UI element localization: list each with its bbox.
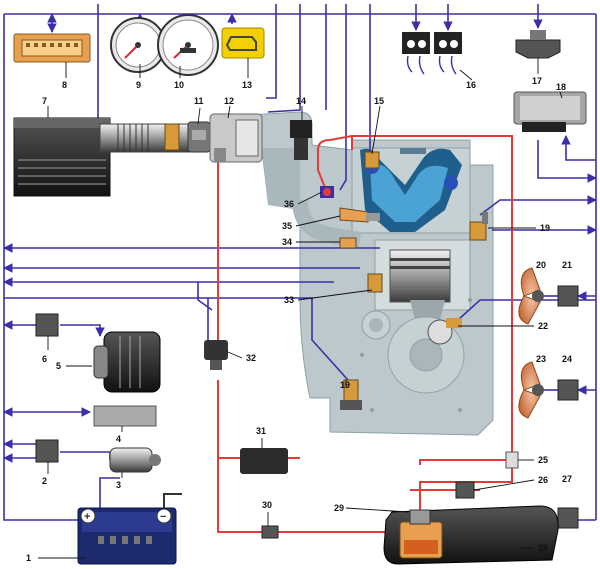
air-filter-icon bbox=[13, 117, 111, 197]
label-13: 13 bbox=[242, 80, 252, 90]
label-25: 25 bbox=[538, 455, 548, 465]
fuel-pump-icon bbox=[409, 509, 431, 525]
label-23: 23 bbox=[536, 354, 546, 364]
label-19b: 19 bbox=[340, 380, 350, 390]
fan-relay-icon-24 bbox=[557, 379, 579, 401]
callout-labels: 1 2 3 4 5 6 7 8 9 10 11 12 13 14 15 16 1… bbox=[26, 76, 572, 563]
starter-icon bbox=[109, 447, 161, 473]
label-6: 6 bbox=[42, 354, 47, 364]
purge-valve-icon bbox=[204, 340, 228, 370]
speed-sensor-icon bbox=[515, 30, 561, 59]
label-34: 34 bbox=[282, 237, 292, 247]
relay-icon-2 bbox=[35, 439, 59, 463]
fan-relay-icon-21 bbox=[557, 285, 579, 307]
fuel-filter-icon bbox=[261, 525, 279, 539]
label-18: 18 bbox=[556, 82, 566, 92]
label-20: 20 bbox=[536, 260, 546, 270]
idle-air-control-icon bbox=[290, 120, 312, 160]
fuel-pump-relay-icon bbox=[557, 507, 579, 529]
check-engine-lamp-icon bbox=[221, 27, 265, 59]
label-10: 10 bbox=[174, 80, 184, 90]
label-33: 33 bbox=[284, 295, 294, 305]
label-22: 22 bbox=[538, 321, 548, 331]
temperature-sensor-icon bbox=[469, 212, 488, 241]
label-24: 24 bbox=[562, 354, 572, 364]
label-4: 4 bbox=[116, 434, 121, 444]
leader-lines bbox=[38, 58, 563, 559]
label-15: 15 bbox=[374, 96, 384, 106]
oxygen-sensor-icon bbox=[320, 186, 334, 198]
fuel-pressure-regulator-icon bbox=[455, 481, 475, 499]
battery-plus-label: + bbox=[84, 511, 90, 523]
label-26: 26 bbox=[538, 475, 548, 485]
relay-icon-6 bbox=[35, 313, 59, 337]
label-14: 14 bbox=[296, 96, 306, 106]
canister-icon bbox=[240, 448, 288, 474]
throttle-body-icon bbox=[209, 113, 263, 163]
label-8: 8 bbox=[62, 80, 67, 90]
camshaft-sensor-icon bbox=[364, 151, 380, 169]
generator-icon bbox=[93, 331, 161, 393]
label-9: 9 bbox=[136, 80, 141, 90]
label-16: 16 bbox=[466, 80, 476, 90]
battery-minus-label: − bbox=[160, 511, 166, 523]
label-2: 2 bbox=[42, 476, 47, 486]
label-31: 31 bbox=[256, 426, 266, 436]
label-5: 5 bbox=[56, 361, 61, 371]
label-36: 36 bbox=[284, 199, 294, 209]
label-27: 27 bbox=[562, 474, 572, 484]
label-35: 35 bbox=[282, 221, 292, 231]
label-30: 30 bbox=[262, 500, 272, 510]
mass-air-flow-sensor-icon bbox=[164, 121, 211, 153]
label-19a: 19 bbox=[540, 223, 550, 233]
label-32: 32 bbox=[246, 353, 256, 363]
fuse-block-icon bbox=[93, 405, 157, 427]
battery-icon bbox=[77, 493, 182, 565]
label-7: 7 bbox=[42, 96, 47, 106]
diagnostic-connector-icon bbox=[13, 33, 91, 63]
label-12: 12 bbox=[224, 96, 234, 106]
fan-icon-23 bbox=[518, 361, 544, 419]
label-28: 28 bbox=[538, 543, 548, 553]
label-21: 21 bbox=[562, 260, 572, 270]
speedometer-icon bbox=[157, 14, 219, 76]
label-1: 1 bbox=[26, 553, 31, 563]
crankshaft-sensor-icon bbox=[427, 318, 462, 345]
ecu-icon bbox=[513, 91, 587, 132]
fuel-tee-icon bbox=[505, 451, 519, 469]
harness-wires bbox=[3, 4, 597, 521]
temperature-sensor-icon-2 bbox=[340, 379, 362, 410]
tachometer-icon bbox=[110, 17, 166, 73]
label-29: 29 bbox=[334, 503, 344, 513]
label-3: 3 bbox=[116, 480, 121, 490]
label-17: 17 bbox=[532, 76, 542, 86]
injector-icon bbox=[339, 237, 357, 249]
ignition-coil-icon bbox=[402, 32, 462, 75]
label-11: 11 bbox=[194, 96, 204, 106]
knock-sensor-icon bbox=[367, 273, 383, 293]
fan-icon-20 bbox=[518, 267, 544, 325]
